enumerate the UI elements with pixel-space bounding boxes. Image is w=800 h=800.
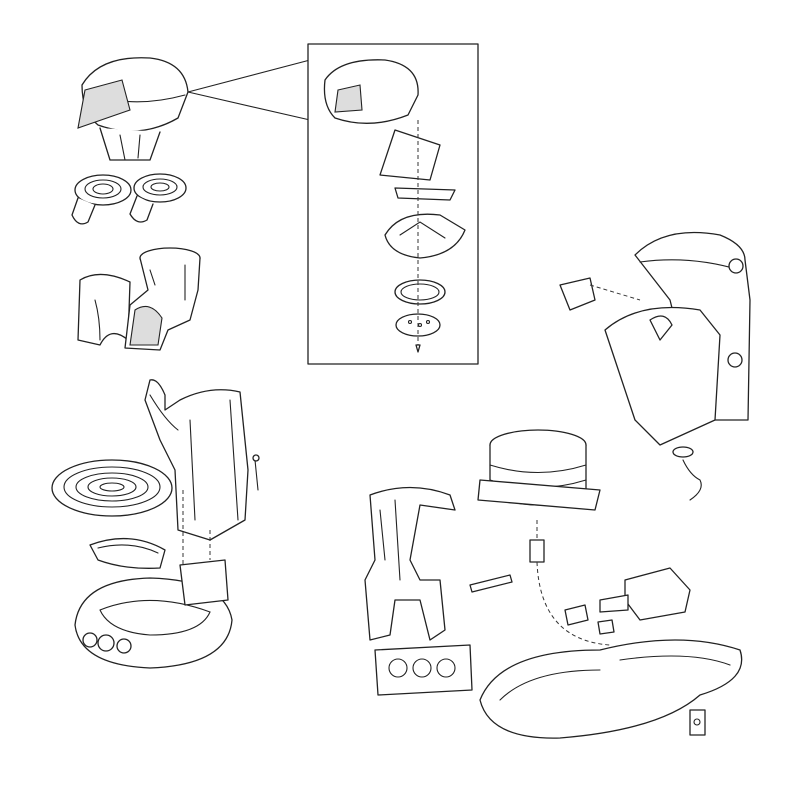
lid-assembly xyxy=(77,57,189,161)
front-housing xyxy=(144,379,260,541)
pad-holders xyxy=(71,173,187,225)
bottom-plate xyxy=(479,639,743,739)
spout-and-panel xyxy=(77,247,201,351)
drip-tray xyxy=(89,537,166,569)
base xyxy=(74,490,233,669)
drip-tray-grid xyxy=(51,459,173,517)
frame xyxy=(364,486,513,641)
rear-housing xyxy=(559,231,751,501)
boiler xyxy=(477,429,601,563)
control-panel-board xyxy=(374,644,473,696)
detail-inset xyxy=(187,43,479,365)
pump xyxy=(536,561,691,646)
